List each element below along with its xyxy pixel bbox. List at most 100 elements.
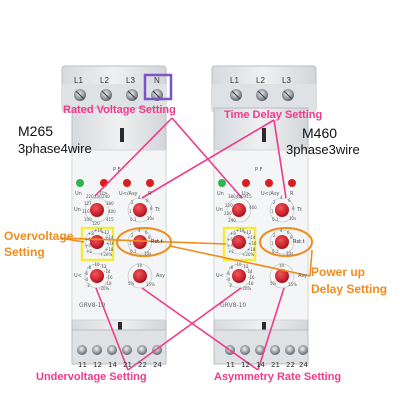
right-over-scale-1: +2 [228,249,234,254]
left-under-scale-7: -14 [104,269,111,274]
right-over-scale-5: +10 [236,228,245,233]
overvoltage-annotation-line1: Overvoltage [4,229,74,243]
left-under-scale-1: -2 [86,283,90,288]
left-un-scale-5: 110 [82,209,90,214]
right-bottom-terminal-14: 14 [256,361,265,369]
left-asymmetry-knob[interactable] [133,269,147,283]
right-under-scale-8: -16 [248,275,255,280]
right-over-scale-9: +18 [247,247,256,252]
left-terminal-l3: L3 [126,76,135,85]
left-bottom-terminal-22: 22 [138,361,147,369]
right-un-scale-6: 240 [228,218,236,223]
right-rst-scale-6: 8 [290,235,293,240]
right-under-scale-1: -2 [228,283,232,288]
left-under-scale-8: -16 [106,275,113,280]
right-powerup-delay-knob[interactable] [275,235,289,249]
right-rst-scale-2: 1 [271,241,274,246]
right-time-delay-knob[interactable] [275,203,289,217]
right-bottom-terminal-12: 12 [241,361,250,369]
right-rst-scale-4: 4 [280,228,283,233]
right-rated-voltage-knob[interactable] [232,203,246,217]
right-over-scale-6: +12 [243,230,252,235]
left-rated-voltage-knob[interactable] [90,203,104,217]
right-powerup-highlight [259,227,313,257]
right-bottom-terminal-11: 11 [226,361,235,369]
right-over-scale-8: +16 [248,241,257,246]
left-uasy-led-label: U</Asy [119,191,138,197]
left-tt-scale-2: 1 [129,209,132,214]
left-model-label: M265 [18,123,54,139]
left-time-delay-knob[interactable] [133,203,147,217]
right-asymmetry-knob[interactable] [275,269,289,283]
left-terminal-l1: L1 [74,76,83,85]
left-bottom-terminal-14: 14 [108,361,117,369]
right-un-scale-3: 415 [244,194,252,199]
right-overvoltage-knob[interactable] [232,235,246,249]
left-undervoltage-knob[interactable] [90,269,104,283]
right-un-scale-4: 220 [225,203,233,208]
right-un-scale-5: 230 [224,211,232,216]
left-tt-scale-1: 0.1 [130,217,137,222]
right-terminal-l2: L2 [256,76,265,85]
right-under-scale-9: -18 [247,281,254,286]
left-tt-scale-3: 2 [131,200,134,205]
right-bottom-terminal-22: 22 [286,361,295,369]
left-tt-scale-6: 8 [150,206,153,211]
right-un-scale-2: 400 [236,194,244,199]
left-terminal-l2: L2 [100,76,109,85]
right-part-number: GRV8-10 [220,302,247,309]
right-rst-dial-label: Rst.t [293,239,305,245]
left-under-scale-6: -12 [100,264,107,269]
left-bottom-terminal-21: 21 [123,361,132,369]
right-tt-scale-2: 1 [271,209,274,214]
left-un-scale-3: 240 [102,194,110,199]
right-r-led-label: R [290,191,294,197]
left-pf-label: P F [113,167,121,173]
right-undervoltage-knob[interactable] [232,269,246,283]
right-under-scale-6: -12 [242,264,249,269]
right-top-screws [230,89,294,101]
right-tt-scale-4: 4 [280,195,283,200]
left-bottom-terminal-12: 12 [93,361,102,369]
right-model-label: M460 [302,125,338,141]
left-relay-led [146,179,154,187]
left-asy-scale-2: 10 [137,263,143,268]
left-tt-dial-label: Tt [155,207,161,213]
right-under-scale-5: -10 [235,262,242,267]
left-asy-dial-label: Asy [156,273,165,279]
left-overvoltage-knob[interactable] [90,235,104,249]
right-tt-scale-3: 2 [273,200,276,205]
left-un-scale-9: 400 [108,209,116,214]
left-over-scale-1: +2 [86,249,92,254]
left-tt-scale-7: 10s [147,216,155,221]
rated-voltage-annotation: Rated Voltage Setting [63,104,176,116]
left-un-scale-8: 415 [106,217,114,222]
right-un-scale-1: 380 [228,194,236,199]
left-un-scale-6: 100 [84,217,92,222]
right-un-led-label: Un [217,191,224,197]
right-pf-label: P F [255,167,263,173]
left-rst-scale-2: 1 [129,241,132,246]
left-part-number: GRV8-10 [79,302,106,309]
left-over-scale-7: +14 [105,235,114,240]
left-un-scale-10: 380 [106,201,114,206]
right-asy-scale-2: 10 [279,263,285,268]
left-over-scale-8: +16 [106,241,115,246]
left-un-scale-7: 120 [92,221,100,226]
left-powerup-delay-knob[interactable] [133,235,147,249]
overvoltage-annotation-line2: Setting [4,245,45,259]
right-over-scale-4: +8 [230,231,236,236]
right-config-label: 3phase3wire [286,142,360,157]
left-over-scale-4: +8 [88,231,94,236]
left-rst-scale-3: 2 [131,233,134,238]
left-asy-scale-1: 5% [128,281,135,286]
right-bottom-terminal-21: 21 [271,361,280,369]
right-over-scale-7: +14 [247,235,256,240]
right-un-scale-7: 460 [249,205,257,210]
left-un-led-label: Un [75,191,82,197]
right-undervoltage-led [265,179,273,187]
right-under-dial-label: U< [216,273,224,279]
asymmetry-rate-annotation: Asymmetry Rate Setting [214,371,342,383]
right-tt-scale-5: 6 [288,198,291,203]
